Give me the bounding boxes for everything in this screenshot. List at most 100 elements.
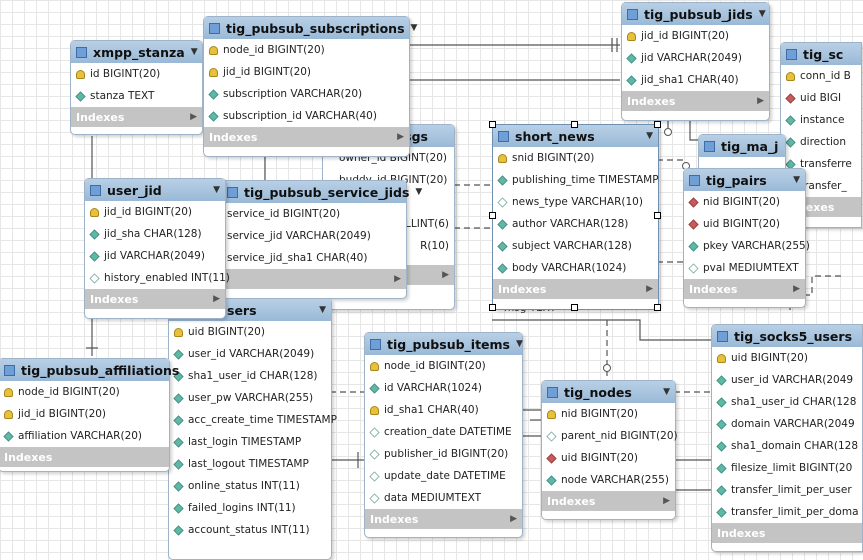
foreign-key-icon — [546, 452, 557, 464]
chevron-down-icon[interactable]: ▼ — [663, 387, 670, 397]
column-label: node VARCHAR(255) — [561, 474, 669, 486]
chevron-down-icon[interactable]: ▼ — [319, 305, 326, 315]
table-tig-pairs[interactable]: tig_pairs▼ nid BIGINT(20) uid BIGINT(20)… — [683, 168, 810, 308]
resize-handle[interactable] — [571, 121, 578, 128]
expand-arrow-icon[interactable]: ▶ — [442, 270, 449, 280]
table-icon — [717, 330, 728, 342]
table-title: tig_pubsub_service_jids — [244, 184, 410, 200]
chevron-down-icon[interactable]: ▼ — [758, 9, 766, 19]
table-tig-nodes[interactable]: tig_nodes▼ nid BIGINT(20) parent_nid BIG… — [541, 380, 678, 520]
table-tig-pubsub-items[interactable]: tig_pubsub_items▼ node_id BIGINT(20) id … — [364, 332, 523, 538]
indexes-label: Indexes — [717, 526, 766, 540]
column-label: affiliation VARCHAR(20) — [18, 430, 143, 442]
column-icon — [173, 458, 184, 470]
column-icon — [369, 382, 380, 394]
expand-arrow-icon[interactable]: ▶ — [663, 496, 670, 506]
column-icon — [173, 436, 184, 448]
table-tig-pubsub-jids[interactable]: tig_pubsub_jids▼ jid_id BIGINT(20) jid V… — [621, 2, 770, 121]
table-icon — [76, 46, 87, 58]
table-title: sers — [227, 302, 257, 318]
expand-arrow-icon[interactable]: ▶ — [397, 132, 404, 142]
resize-handle[interactable] — [489, 304, 496, 311]
column-label: node_id BIGINT(20) — [223, 44, 325, 56]
nullable-column-icon — [688, 262, 699, 274]
column-icon — [497, 262, 508, 274]
column-icon — [785, 136, 796, 148]
column-label: sha1_user_id CHAR(128 — [731, 396, 857, 408]
table-icon — [370, 338, 381, 350]
indexes-label: Indexes — [689, 282, 738, 296]
column-icon — [546, 474, 557, 486]
resize-handle[interactable] — [489, 121, 496, 128]
column-label: jid_id BIGINT(20) — [641, 30, 730, 42]
column-label: user_id VARCHAR(2049) — [188, 348, 315, 360]
indexes-label: Indexes — [209, 130, 258, 144]
indexes-label: Indexes — [498, 282, 547, 296]
table-xmpp-stanza[interactable]: xmpp_stanza▼ id BIGINT(20) stanza TEXT I… — [70, 40, 203, 135]
expand-arrow-icon[interactable]: ▶ — [213, 294, 220, 304]
column-icon — [497, 240, 508, 252]
resize-handle[interactable] — [654, 121, 661, 128]
chevron-down-icon[interactable]: ▼ — [213, 185, 220, 195]
expand-arrow-icon[interactable]: ▶ — [394, 274, 401, 284]
column-icon — [716, 484, 727, 496]
table-tig-pubsub-affiliations[interactable]: tig_pubsub_affiliations node_id BIGINT(2… — [0, 358, 179, 472]
column-label: publishing_time TIMESTAMP — [512, 174, 659, 186]
table-icon — [498, 130, 509, 142]
table-title: short_news — [515, 128, 595, 144]
table-tig-sc[interactable]: tig_sc conn_id B uid BIGI instance direc… — [780, 42, 862, 228]
table-icon — [547, 386, 558, 398]
chevron-down-icon[interactable]: ▼ — [646, 131, 653, 141]
chevron-down-icon[interactable]: ▼ — [516, 339, 523, 349]
column-label: jid_id BIGINT(20) — [223, 66, 312, 78]
table-tig-socks5-users[interactable]: tig_socks5_users uid BIGINT(20) user_id … — [711, 324, 863, 552]
foreign-key-icon — [688, 218, 699, 230]
column-label: LLINT(6) — [405, 218, 449, 230]
column-label: id_sha1 CHAR(40) — [384, 404, 479, 416]
column-icon — [173, 414, 184, 426]
indexes-label: Indexes — [4, 450, 53, 464]
column-label: last_login TIMESTAMP — [188, 436, 302, 448]
chevron-down-icon[interactable]: ▼ — [415, 187, 423, 197]
indexes-label: Indexes — [627, 94, 676, 108]
column-icon — [173, 348, 184, 360]
column-label: sha1_domain CHAR(128 — [731, 440, 858, 452]
resize-handle[interactable] — [571, 304, 578, 311]
table-title: tig_ma_j — [721, 138, 779, 154]
table-tig-users[interactable]: sers▼ uid BIGINT(20) user_id VARCHAR(204… — [168, 298, 337, 560]
chevron-down-icon[interactable]: ▼ — [190, 47, 198, 57]
expand-arrow-icon[interactable]: ▶ — [793, 284, 800, 294]
primary-key-icon — [174, 327, 183, 337]
column-label: filesize_limit BIGINT(20 — [731, 462, 853, 474]
indexes-label: Indexes — [90, 292, 139, 306]
table-short-news[interactable]: short_news▼ snid BIGINT(20) publishing_t… — [492, 124, 659, 310]
table-icon — [227, 186, 238, 198]
column-label: data MEDIUMTEXT — [384, 492, 482, 504]
expand-arrow-icon[interactable]: ▶ — [510, 514, 517, 524]
table-title: xmpp_stanza — [93, 44, 185, 60]
table-user-jid[interactable]: user_jid▼ jid_id BIGINT(20) jid_sha CHAR… — [84, 178, 230, 319]
column-label: subscription VARCHAR(20) — [223, 88, 363, 100]
expand-arrow-icon[interactable]: ▶ — [190, 112, 197, 122]
table-icon — [4, 364, 15, 376]
table-title: tig_socks5_users — [734, 328, 853, 344]
column-label: user_pw VARCHAR(255) — [188, 392, 314, 404]
expand-arrow-icon[interactable]: ▶ — [646, 284, 653, 294]
nullable-column-icon — [369, 426, 380, 438]
table-tig-pubsub-subscriptions[interactable]: tig_pubsub_subscriptions▼ node_id BIGINT… — [203, 16, 417, 157]
chevron-down-icon[interactable]: ▼ — [410, 23, 418, 33]
column-icon — [3, 430, 14, 442]
table-icon — [627, 8, 638, 20]
resize-handle[interactable] — [489, 212, 496, 219]
primary-key-icon — [4, 409, 13, 419]
resize-handle[interactable] — [654, 304, 661, 311]
column-label: conn_id B — [800, 70, 851, 82]
expand-arrow-icon[interactable]: ▶ — [757, 96, 764, 106]
column-label: jid_sha1 CHAR(40) — [641, 74, 739, 86]
rel-marker — [611, 38, 618, 52]
column-label: creation_date DATETIME — [384, 426, 512, 438]
resize-handle[interactable] — [654, 212, 661, 219]
chevron-down-icon[interactable]: ▼ — [793, 175, 800, 185]
column-icon — [785, 114, 796, 126]
table-tig-pubsub-service-jids[interactable]: tig_pubsub_service_jids▼ service_id BIGI… — [205, 180, 422, 299]
